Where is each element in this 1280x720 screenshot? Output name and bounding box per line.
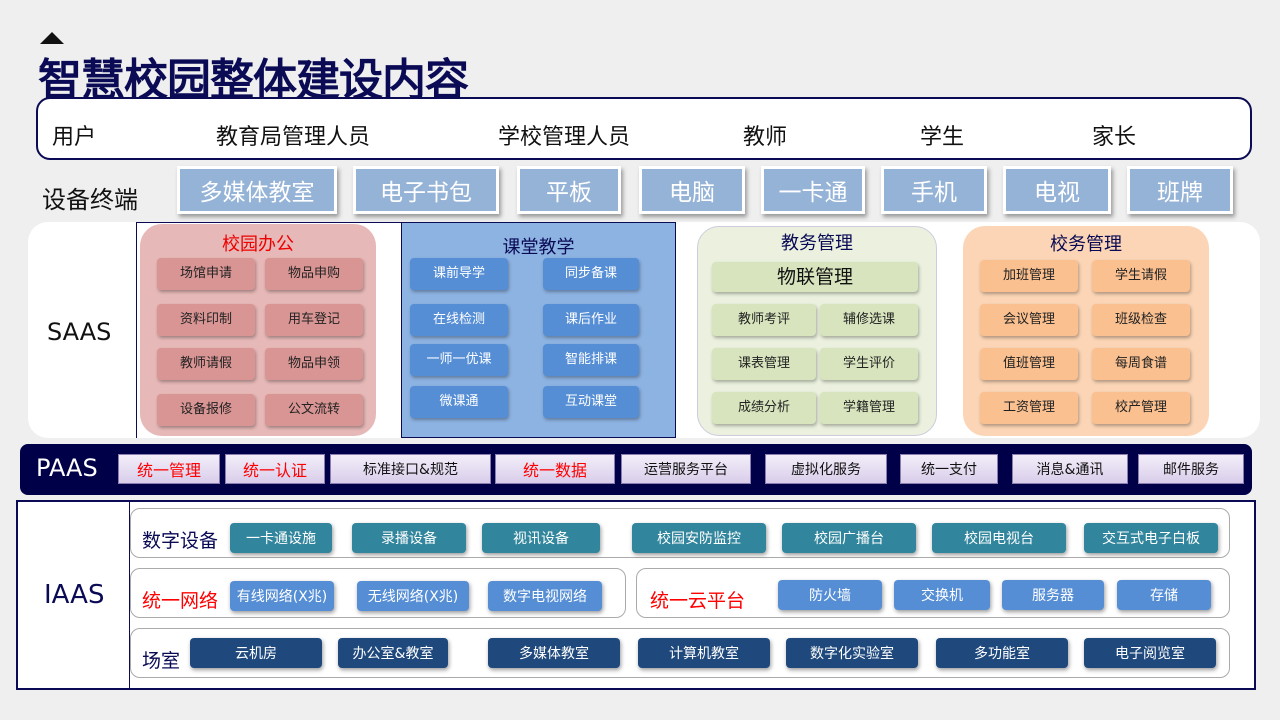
user-item: 家长 — [1092, 125, 1137, 150]
cloud-item[interactable]: 存储 — [1117, 580, 1211, 610]
user-item: 教师 — [743, 125, 788, 150]
network-item[interactable]: 数字电视网络 — [488, 581, 602, 611]
rooms-label: 场室 — [142, 650, 181, 672]
paas-item[interactable]: 统一认证 — [225, 454, 325, 484]
cloud-label: 统一云平台 — [650, 590, 746, 612]
iaas-label: IAAS — [44, 580, 105, 610]
digital-item[interactable]: 交互式电子白板 — [1084, 523, 1218, 553]
digital-item[interactable]: 校园广播台 — [782, 523, 916, 553]
office-item[interactable]: 设备报修 — [157, 394, 255, 426]
user-item: 教育局管理人员 — [216, 125, 371, 150]
room-item[interactable]: 数字化实验室 — [786, 638, 918, 668]
office-item[interactable]: 物品申购 — [265, 258, 363, 290]
room-item[interactable]: 计算机教室 — [638, 638, 770, 668]
device-item: 班牌 — [1127, 166, 1233, 214]
admin-item[interactable]: 每周食谱 — [1092, 348, 1190, 380]
digital-item[interactable]: 视讯设备 — [482, 523, 600, 553]
paas-item[interactable]: 标准接口&规范 — [330, 454, 491, 484]
devices-label: 设备终端 — [42, 186, 138, 214]
office-item[interactable]: 资料印制 — [157, 304, 255, 336]
arrow-up-icon — [40, 32, 64, 44]
cloud-item[interactable]: 防火墙 — [778, 580, 882, 610]
device-item: 手机 — [881, 166, 987, 214]
teaching-title: 课堂教学 — [502, 237, 575, 258]
office-title: 校园办公 — [222, 234, 294, 255]
admin-item[interactable]: 加班管理 — [980, 260, 1078, 292]
office-item[interactable]: 公文流转 — [265, 394, 363, 426]
user-item: 学生 — [920, 125, 965, 150]
office-item[interactable]: 用车登记 — [265, 304, 363, 336]
academic-item[interactable]: 学籍管理 — [820, 392, 918, 424]
academic-item[interactable]: 教师考评 — [712, 304, 816, 336]
academic-item[interactable]: 学生评价 — [820, 348, 918, 380]
network-item[interactable]: 无线网络(X兆) — [357, 581, 469, 611]
academic-title: 教务管理 — [781, 233, 853, 254]
digital-item[interactable]: 一卡通设施 — [230, 523, 332, 553]
admin-title: 校务管理 — [1050, 234, 1122, 255]
academic-item[interactable]: 课表管理 — [712, 348, 816, 380]
room-item[interactable]: 多媒体教室 — [488, 638, 620, 668]
paas-item[interactable]: 虚拟化服务 — [765, 454, 887, 484]
saas-label: SAAS — [47, 318, 112, 346]
office-item[interactable]: 物品申领 — [265, 348, 363, 380]
cloud-item[interactable]: 交换机 — [894, 580, 990, 610]
room-item[interactable]: 云机房 — [190, 638, 322, 668]
device-item: 电脑 — [639, 166, 745, 214]
user-item: 学校管理人员 — [498, 125, 631, 150]
users-bar: 用户 教育局管理人员 学校管理人员 教师 学生 家长 — [36, 97, 1252, 160]
admin-item[interactable]: 工资管理 — [980, 392, 1078, 424]
paas-item[interactable]: 邮件服务 — [1138, 454, 1244, 484]
teaching-item[interactable]: 课后作业 — [543, 304, 639, 336]
paas-item[interactable]: 统一数据 — [495, 454, 615, 484]
device-item: 一卡通 — [761, 166, 865, 214]
academic-main[interactable]: 物联管理 — [712, 262, 918, 292]
paas-item[interactable]: 运营服务平台 — [621, 454, 751, 484]
device-item: 电子书包 — [353, 166, 499, 214]
network-item[interactable]: 有线网络(X兆) — [230, 581, 334, 611]
network-label: 统一网络 — [142, 590, 219, 612]
teaching-item[interactable]: 课前导学 — [410, 258, 508, 290]
teaching-item[interactable]: 在线检测 — [410, 304, 508, 336]
academic-item[interactable]: 成绩分析 — [712, 392, 816, 424]
teaching-item[interactable]: 互动课堂 — [543, 386, 639, 418]
paas-item[interactable]: 消息&通讯 — [1012, 454, 1128, 484]
admin-item[interactable]: 班级检查 — [1092, 304, 1190, 336]
digital-item[interactable]: 校园安防监控 — [632, 523, 766, 553]
teaching-item[interactable]: 一师一优课 — [410, 344, 508, 376]
teaching-item[interactable]: 同步备课 — [543, 258, 639, 290]
digital-item[interactable]: 录播设备 — [352, 523, 466, 553]
digital-item[interactable]: 校园电视台 — [932, 523, 1066, 553]
device-item: 多媒体教室 — [177, 166, 337, 214]
digital-label: 数字设备 — [142, 530, 219, 552]
users-label: 用户 — [52, 125, 97, 150]
teaching-item[interactable]: 微课通 — [410, 386, 508, 418]
device-item: 电视 — [1003, 166, 1111, 214]
paas-item[interactable]: 统一管理 — [118, 454, 220, 484]
admin-item[interactable]: 会议管理 — [980, 304, 1078, 336]
paas-item[interactable]: 统一支付 — [900, 454, 998, 484]
room-item[interactable]: 多功能室 — [936, 638, 1068, 668]
office-item[interactable]: 场馆申请 — [157, 258, 255, 290]
room-item[interactable]: 电子阅览室 — [1084, 638, 1216, 668]
room-item[interactable]: 办公室&教室 — [338, 638, 448, 668]
admin-item[interactable]: 学生请假 — [1092, 260, 1190, 292]
device-item: 平板 — [517, 166, 621, 214]
teaching-item[interactable]: 智能排课 — [543, 344, 639, 376]
office-item[interactable]: 教师请假 — [157, 348, 255, 380]
paas-label: PAAS — [36, 454, 98, 482]
admin-item[interactable]: 校产管理 — [1092, 392, 1190, 424]
admin-item[interactable]: 值班管理 — [980, 348, 1078, 380]
academic-item[interactable]: 辅修选课 — [820, 304, 918, 336]
cloud-item[interactable]: 服务器 — [1002, 580, 1104, 610]
